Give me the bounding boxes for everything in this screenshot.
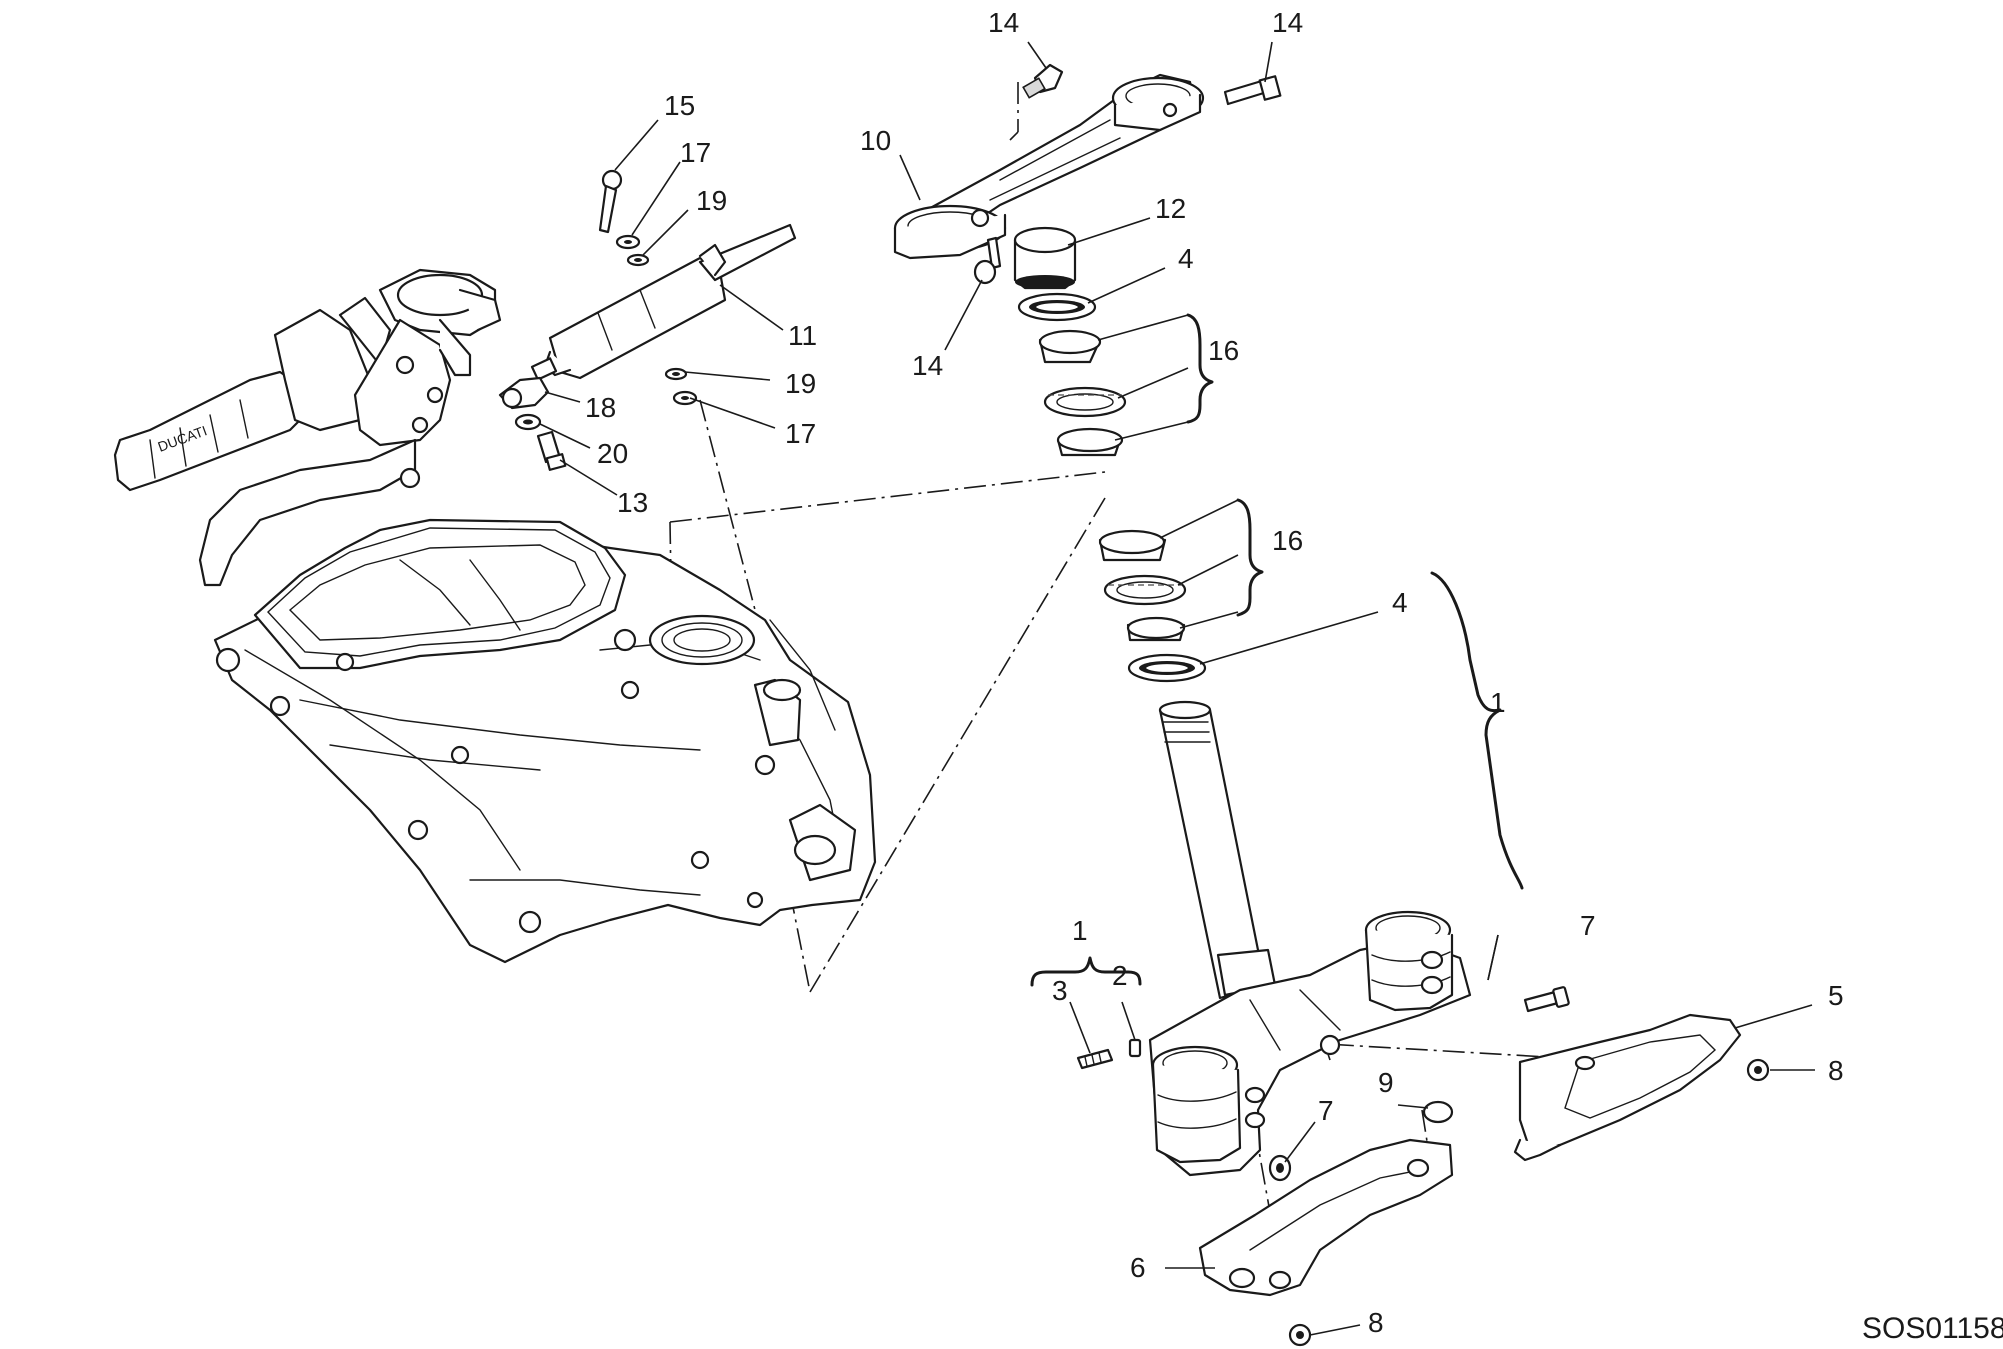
callout-9: 9 bbox=[1378, 1067, 1394, 1098]
group-braces bbox=[1030, 313, 1524, 987]
callout-8-bottom: 8 bbox=[1368, 1307, 1384, 1338]
callout-14-top-right: 14 bbox=[1272, 7, 1303, 38]
callout-2: 2 bbox=[1112, 960, 1128, 991]
callout-3: 3 bbox=[1052, 975, 1068, 1006]
callout-14-left: 14 bbox=[912, 350, 943, 381]
yoke-bolts bbox=[973, 63, 1282, 285]
top-yoke bbox=[893, 73, 1205, 260]
callout-16-upper: 16 bbox=[1208, 335, 1239, 366]
callout-20: 20 bbox=[597, 438, 628, 469]
upper-bearing-set bbox=[1013, 226, 1127, 457]
callout-12: 12 bbox=[1155, 193, 1186, 224]
callout-14-top-left: 14 bbox=[988, 7, 1019, 38]
nut-8-bottom bbox=[1288, 1323, 1312, 1347]
callout-8-right: 8 bbox=[1828, 1055, 1844, 1086]
drawing-code: SOS01158 bbox=[1862, 1312, 2003, 1345]
callout-16-lower: 16 bbox=[1272, 525, 1303, 556]
lower-bearing-set bbox=[1098, 529, 1207, 683]
steering-damper bbox=[530, 223, 797, 381]
callout-6: 6 bbox=[1130, 1252, 1146, 1283]
frame bbox=[213, 518, 877, 964]
callout-1-left: 1 bbox=[1072, 915, 1088, 946]
callout-19-lower: 19 bbox=[785, 368, 816, 399]
callout-5: 5 bbox=[1828, 980, 1844, 1011]
bracket-6 bbox=[1198, 1138, 1454, 1297]
callout-7-right: 7 bbox=[1580, 910, 1596, 941]
bracket-5 bbox=[1513, 1013, 1742, 1162]
callout-4-upper: 4 bbox=[1178, 243, 1194, 274]
callout-11: 11 bbox=[788, 320, 817, 351]
callout-4-lower: 4 bbox=[1392, 587, 1408, 618]
callout-17-lower: 17 bbox=[785, 418, 816, 449]
callout-18: 18 bbox=[585, 392, 616, 423]
bolt-7-right bbox=[1523, 986, 1570, 1013]
callout-19-upper: 19 bbox=[696, 185, 727, 216]
callout-15: 15 bbox=[664, 90, 695, 121]
callout-17-upper: 17 bbox=[680, 137, 711, 168]
nut-8-right bbox=[1746, 1058, 1770, 1082]
bottom-yoke-stem bbox=[1148, 700, 1472, 1177]
plug-9 bbox=[1422, 1100, 1454, 1124]
handlebar-lever: DUCATI bbox=[113, 268, 502, 587]
callout-13: 13 bbox=[617, 487, 648, 518]
leader-lines bbox=[539, 41, 1815, 1336]
callout-10: 10 bbox=[860, 125, 891, 156]
callout-1-right: 1 bbox=[1490, 687, 1506, 718]
callout-numbers: 15 17 19 11 19 17 18 20 13 14 14 10 12 4… bbox=[585, 7, 1844, 1338]
damper-fasteners bbox=[498, 169, 698, 471]
callout-7-lower: 7 bbox=[1318, 1095, 1334, 1126]
